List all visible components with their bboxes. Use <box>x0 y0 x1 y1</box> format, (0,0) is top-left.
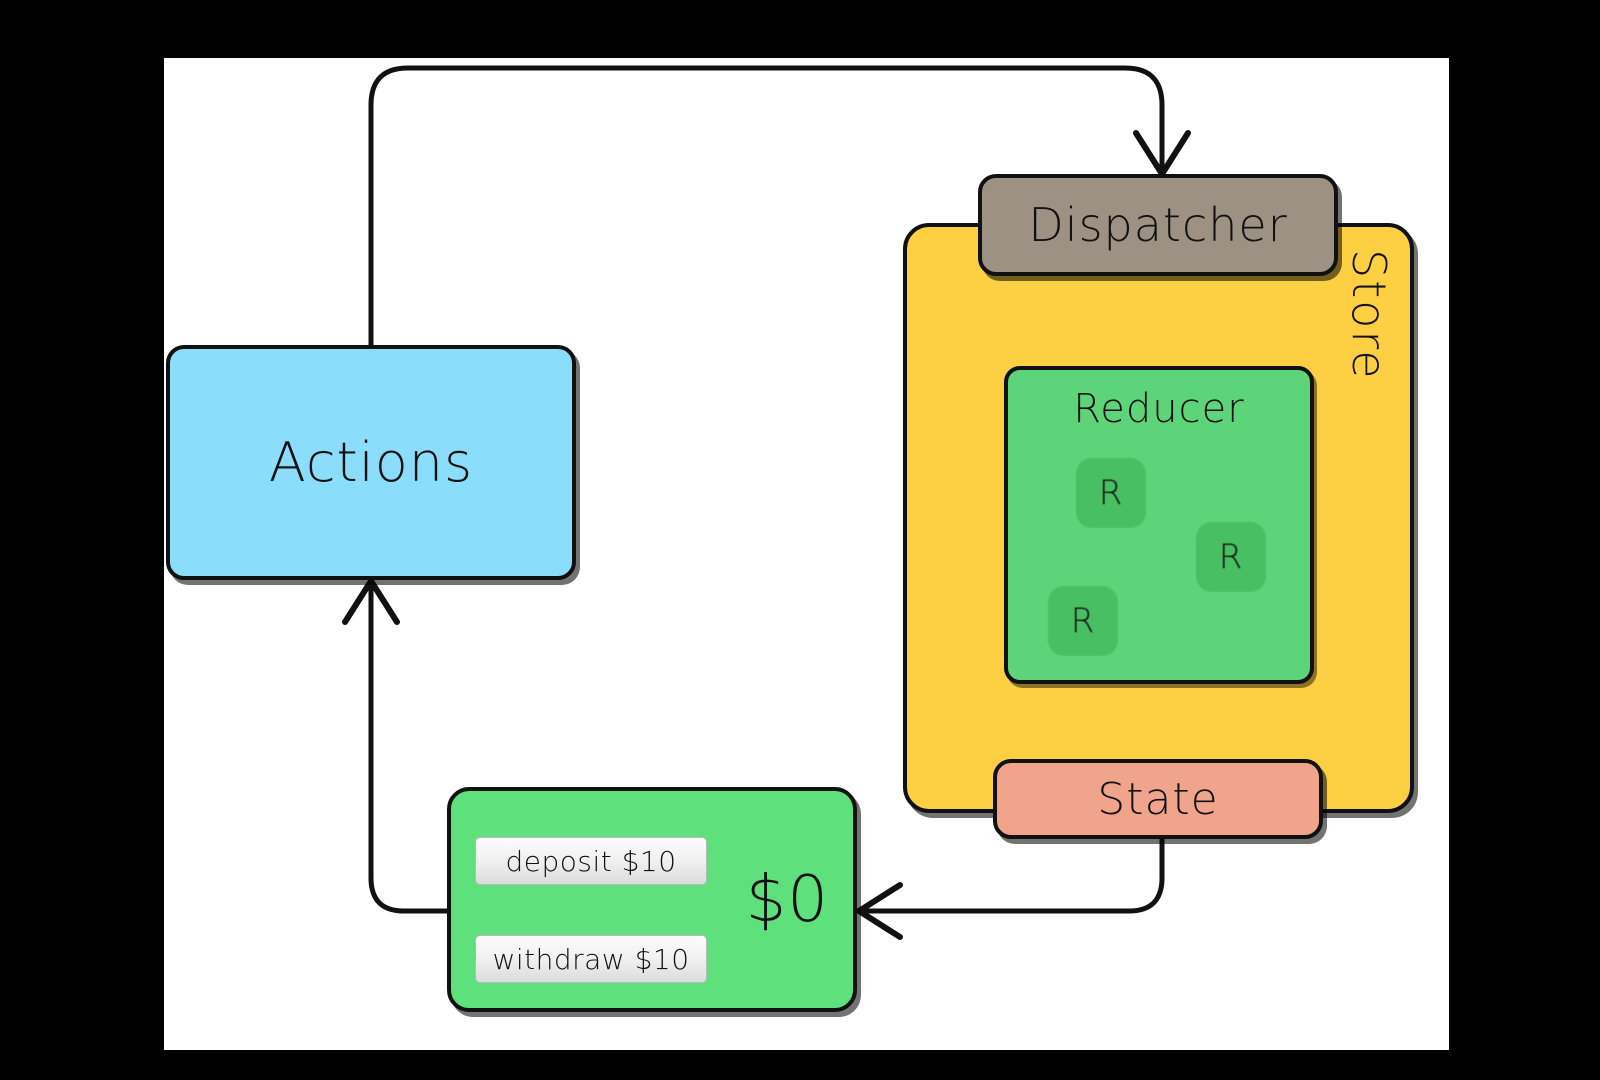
reducer-chip[interactable]: R <box>1076 458 1146 528</box>
reducer-chip-label: R <box>1218 537 1244 577</box>
app-ui-node[interactable]: deposit $10 withdraw $10 $0 <box>447 787 857 1012</box>
reducer-chip[interactable]: R <box>1048 586 1118 656</box>
reducer-label: Reducer <box>1073 386 1245 432</box>
actions-label: Actions <box>268 431 474 494</box>
reducer-node[interactable]: Reducer R R R <box>1004 366 1314 684</box>
reducer-chip-label: R <box>1070 601 1096 641</box>
state-label: State <box>1097 773 1219 825</box>
deposit-button-label: deposit $10 <box>505 844 677 878</box>
dispatcher-node[interactable]: Dispatcher <box>978 174 1338 276</box>
reducer-chip-label: R <box>1098 473 1124 513</box>
actions-node[interactable]: Actions <box>166 345 576 580</box>
balance-display: $0 <box>745 862 829 937</box>
withdraw-button-label: withdraw $10 <box>492 942 690 976</box>
reducer-chip[interactable]: R <box>1196 522 1266 592</box>
dispatcher-label: Dispatcher <box>1028 198 1288 252</box>
withdraw-button[interactable]: withdraw $10 <box>475 935 707 983</box>
store-label: Store <box>1342 249 1396 381</box>
state-node[interactable]: State <box>993 759 1323 839</box>
deposit-button[interactable]: deposit $10 <box>475 837 707 885</box>
